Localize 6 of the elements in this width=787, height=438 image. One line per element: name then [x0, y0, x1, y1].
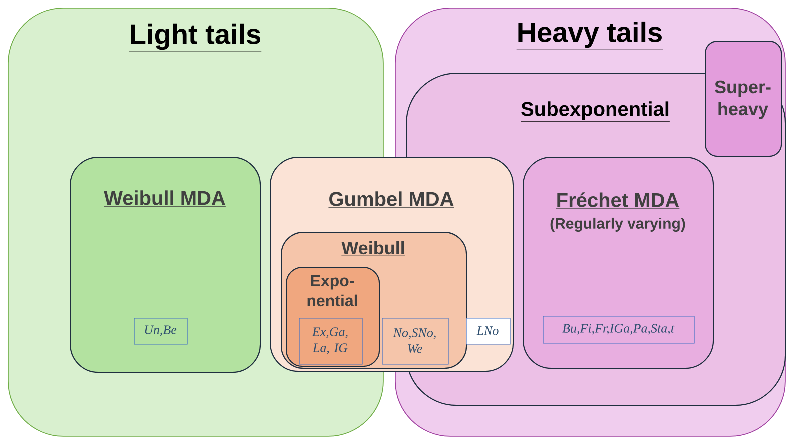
distribution-box: Un,Be [134, 318, 188, 345]
distribution-box: Bu,Fi,Fr,IGa,Pa,Sta,t [543, 316, 695, 344]
distribution-box: Ex,Ga, La, IG [299, 318, 363, 365]
distribution-box: LNo [466, 318, 511, 345]
distribution-box: No,SNo, We [382, 318, 449, 365]
class-box: Super-heavy [705, 41, 782, 158]
